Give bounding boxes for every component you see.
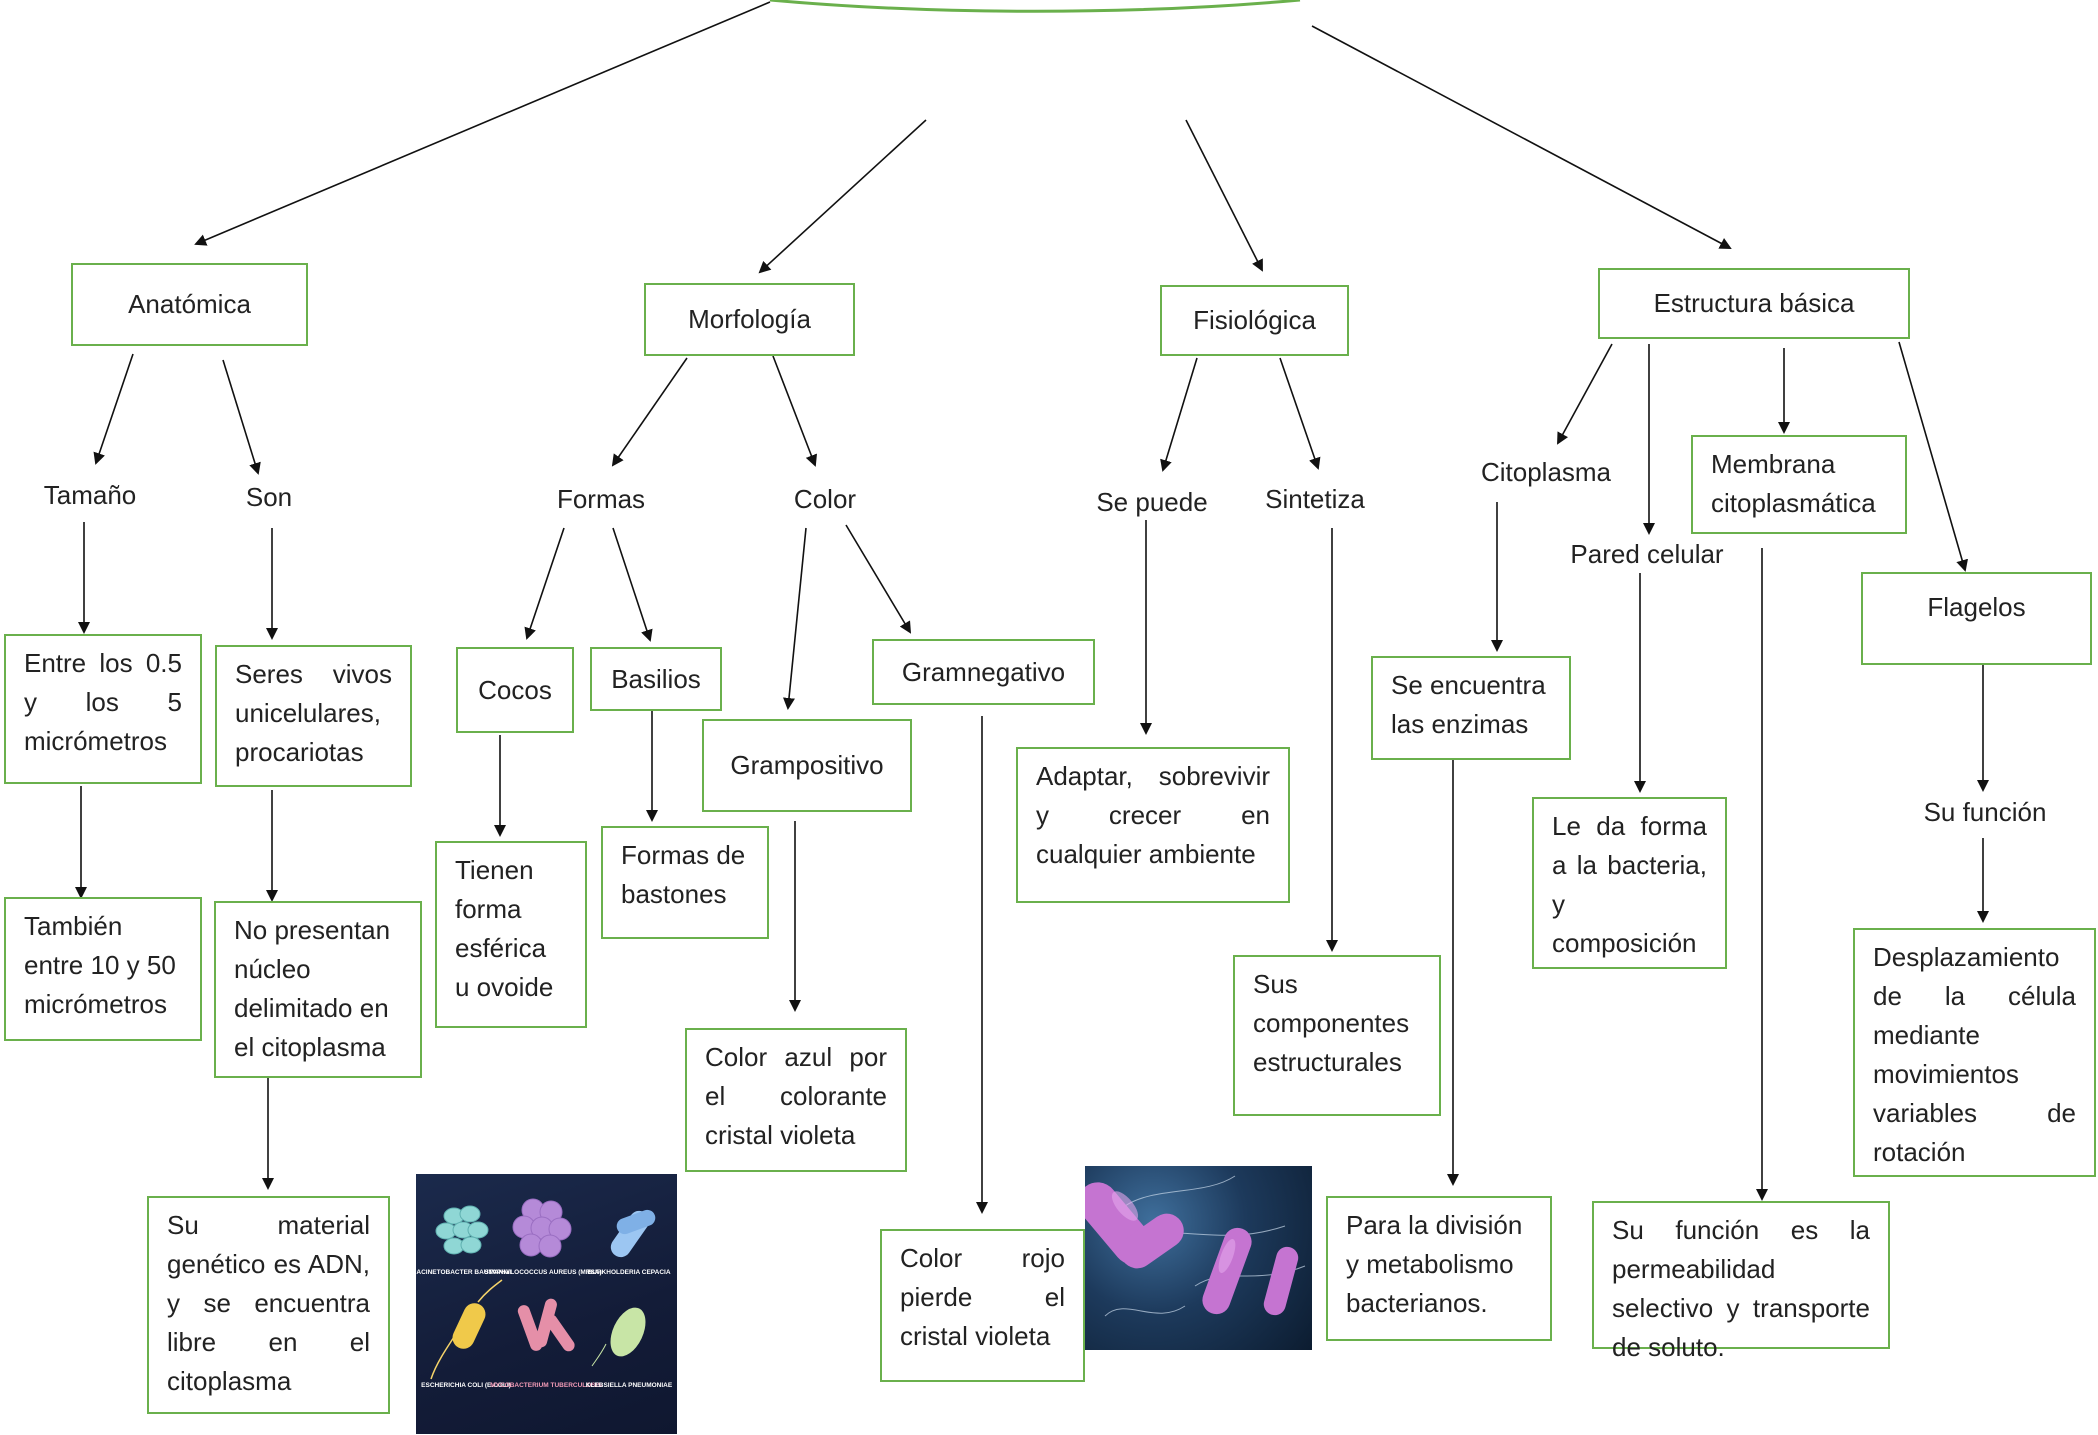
node-son-material-genetico: Su material genético es ADN, y se encuen…: [147, 1196, 390, 1414]
ecoli-icon: [430, 1279, 503, 1380]
arrow-fisiologica-sepuede: [1160, 357, 1198, 472]
arrow-fisiologica-sintetiza: [1279, 357, 1321, 470]
node-citoplasma-desc: Para la división y metabolismo bacterian…: [1326, 1196, 1552, 1341]
label-tamano: Tamaño: [43, 480, 137, 510]
arrow-anatomica-tamano: [93, 353, 134, 465]
klebsiella-icon: [591, 1307, 646, 1367]
node-anatomica: Anatómica: [71, 263, 308, 346]
node-son-unicelulares: Seres vivos unicelulares, procariotas: [215, 645, 412, 787]
label-mycobacterium: MYCOBACTERIUM TUBERCULOSIS: [490, 1382, 602, 1389]
arrow-estructura-flagelos: [1898, 341, 1968, 572]
bacteria-types-illustration: ACINETOBACTER BAUMANNII STAPHYLOCOCCUS A…: [416, 1198, 673, 1389]
node-basilios: Basilios: [590, 647, 722, 711]
node-tamano-range-2: También entre 10 y 50 micrómetros: [4, 897, 202, 1041]
bacteria-rods: [1085, 1182, 1299, 1316]
node-fisiologica: Fisiológica: [1160, 285, 1349, 356]
arrow-morfologia-formas: [611, 357, 688, 467]
label-ecoli: ESCHERICHIA COLI (E.COLI): [421, 1382, 511, 1389]
arrow-color-gramnegativo: [845, 524, 912, 634]
bacteria-types-image: ACINETOBACTER BAUMANNII STAPHYLOCOCCUS A…: [416, 1174, 677, 1434]
node-flagelos-desc: Desplazamiento de la célula mediante mov…: [1853, 928, 2096, 1177]
node-membrana-desc: Su función es la permeabilidad selectivo…: [1592, 1201, 1890, 1362]
arrow-root-morfologia: [758, 119, 927, 274]
arrow-formas-basilios: [612, 527, 653, 642]
node-basilios-desc: Formas de bastones: [601, 826, 769, 939]
label-klebsiella: KLEBSIELLA PNEUMONIAE: [586, 1382, 673, 1389]
node-gramnegativo: Gramnegativo: [872, 639, 1095, 705]
node-morfologia: Morfología: [644, 283, 855, 356]
bacteria-photo-illustration: [1085, 1175, 1306, 1317]
label-formas: Formas: [556, 484, 646, 514]
node-sintetiza-desc: Sus componentes estructurales: [1233, 955, 1441, 1116]
arrow-color-grampositivo: [783, 527, 807, 710]
staphylococcus-icon: [512, 1198, 572, 1258]
label-pared-celular: Pared celular: [1570, 539, 1724, 569]
burkholderia-icon: [610, 1209, 656, 1258]
arrow-estructura-citoplasma: [1557, 343, 1613, 445]
arrow-formas-cocos: [524, 527, 565, 640]
root-ellipse: [769, 0, 1301, 13]
node-son-nucleo: No presentan núcleo delimitado en el cit…: [214, 901, 422, 1078]
node-estructura-basica: Estructura básica: [1598, 268, 1910, 339]
node-membrana: Membrana citoplasmática: [1691, 435, 1907, 534]
node-citoplasma-enzimas: Se encuentra las enzimas: [1371, 656, 1571, 760]
node-gramnegativo-desc: Color rojo pierde el cristal violeta: [880, 1229, 1085, 1382]
arrow-root-anatomica: [194, 1, 771, 246]
node-cocos-desc: Tienen forma esférica u ovoide: [435, 841, 587, 1028]
label-su-funcion: Su función: [1923, 797, 2047, 827]
bacteria-photo: [1085, 1166, 1312, 1350]
label-son: Son: [245, 482, 293, 512]
label-color: Color: [793, 484, 857, 514]
label-burkholderia: BURKHOLDERIA CEPACIA: [587, 1269, 670, 1276]
node-grampositivo-desc: Color azul por el colorante cristal viol…: [685, 1028, 907, 1172]
label-se-puede: Se puede: [1096, 487, 1208, 517]
arrow-root-estructura: [1311, 25, 1732, 249]
node-flagelos: Flagelos: [1861, 572, 2092, 665]
node-grampositivo: Grampositivo: [702, 719, 912, 812]
node-pared-desc: Le da forma a la bacteria, y composición: [1532, 797, 1727, 969]
arrow-root-fisiologica: [1185, 119, 1263, 272]
node-tamano-range: Entre los 0.5 y los 5 micrómetros: [4, 634, 202, 784]
label-sintetiza: Sintetiza: [1265, 484, 1365, 514]
node-se-puede-desc: Adaptar, sobrevivir y crecer en cualquie…: [1016, 747, 1290, 903]
mycobacterium-icon: [517, 1298, 575, 1352]
label-citoplasma: Citoplasma: [1480, 457, 1612, 487]
node-cocos: Cocos: [456, 647, 574, 733]
acinetobacter-icon: [435, 1205, 489, 1255]
label-acinetobacter: ACINETOBACTER BAUMANNII: [416, 1269, 511, 1276]
arrow-morfologia-color: [772, 355, 818, 467]
arrow-anatomica-son: [222, 359, 261, 475]
label-staphylococcus: STAPHYLOCOCCUS AUREUS (MRSA): [484, 1269, 601, 1276]
